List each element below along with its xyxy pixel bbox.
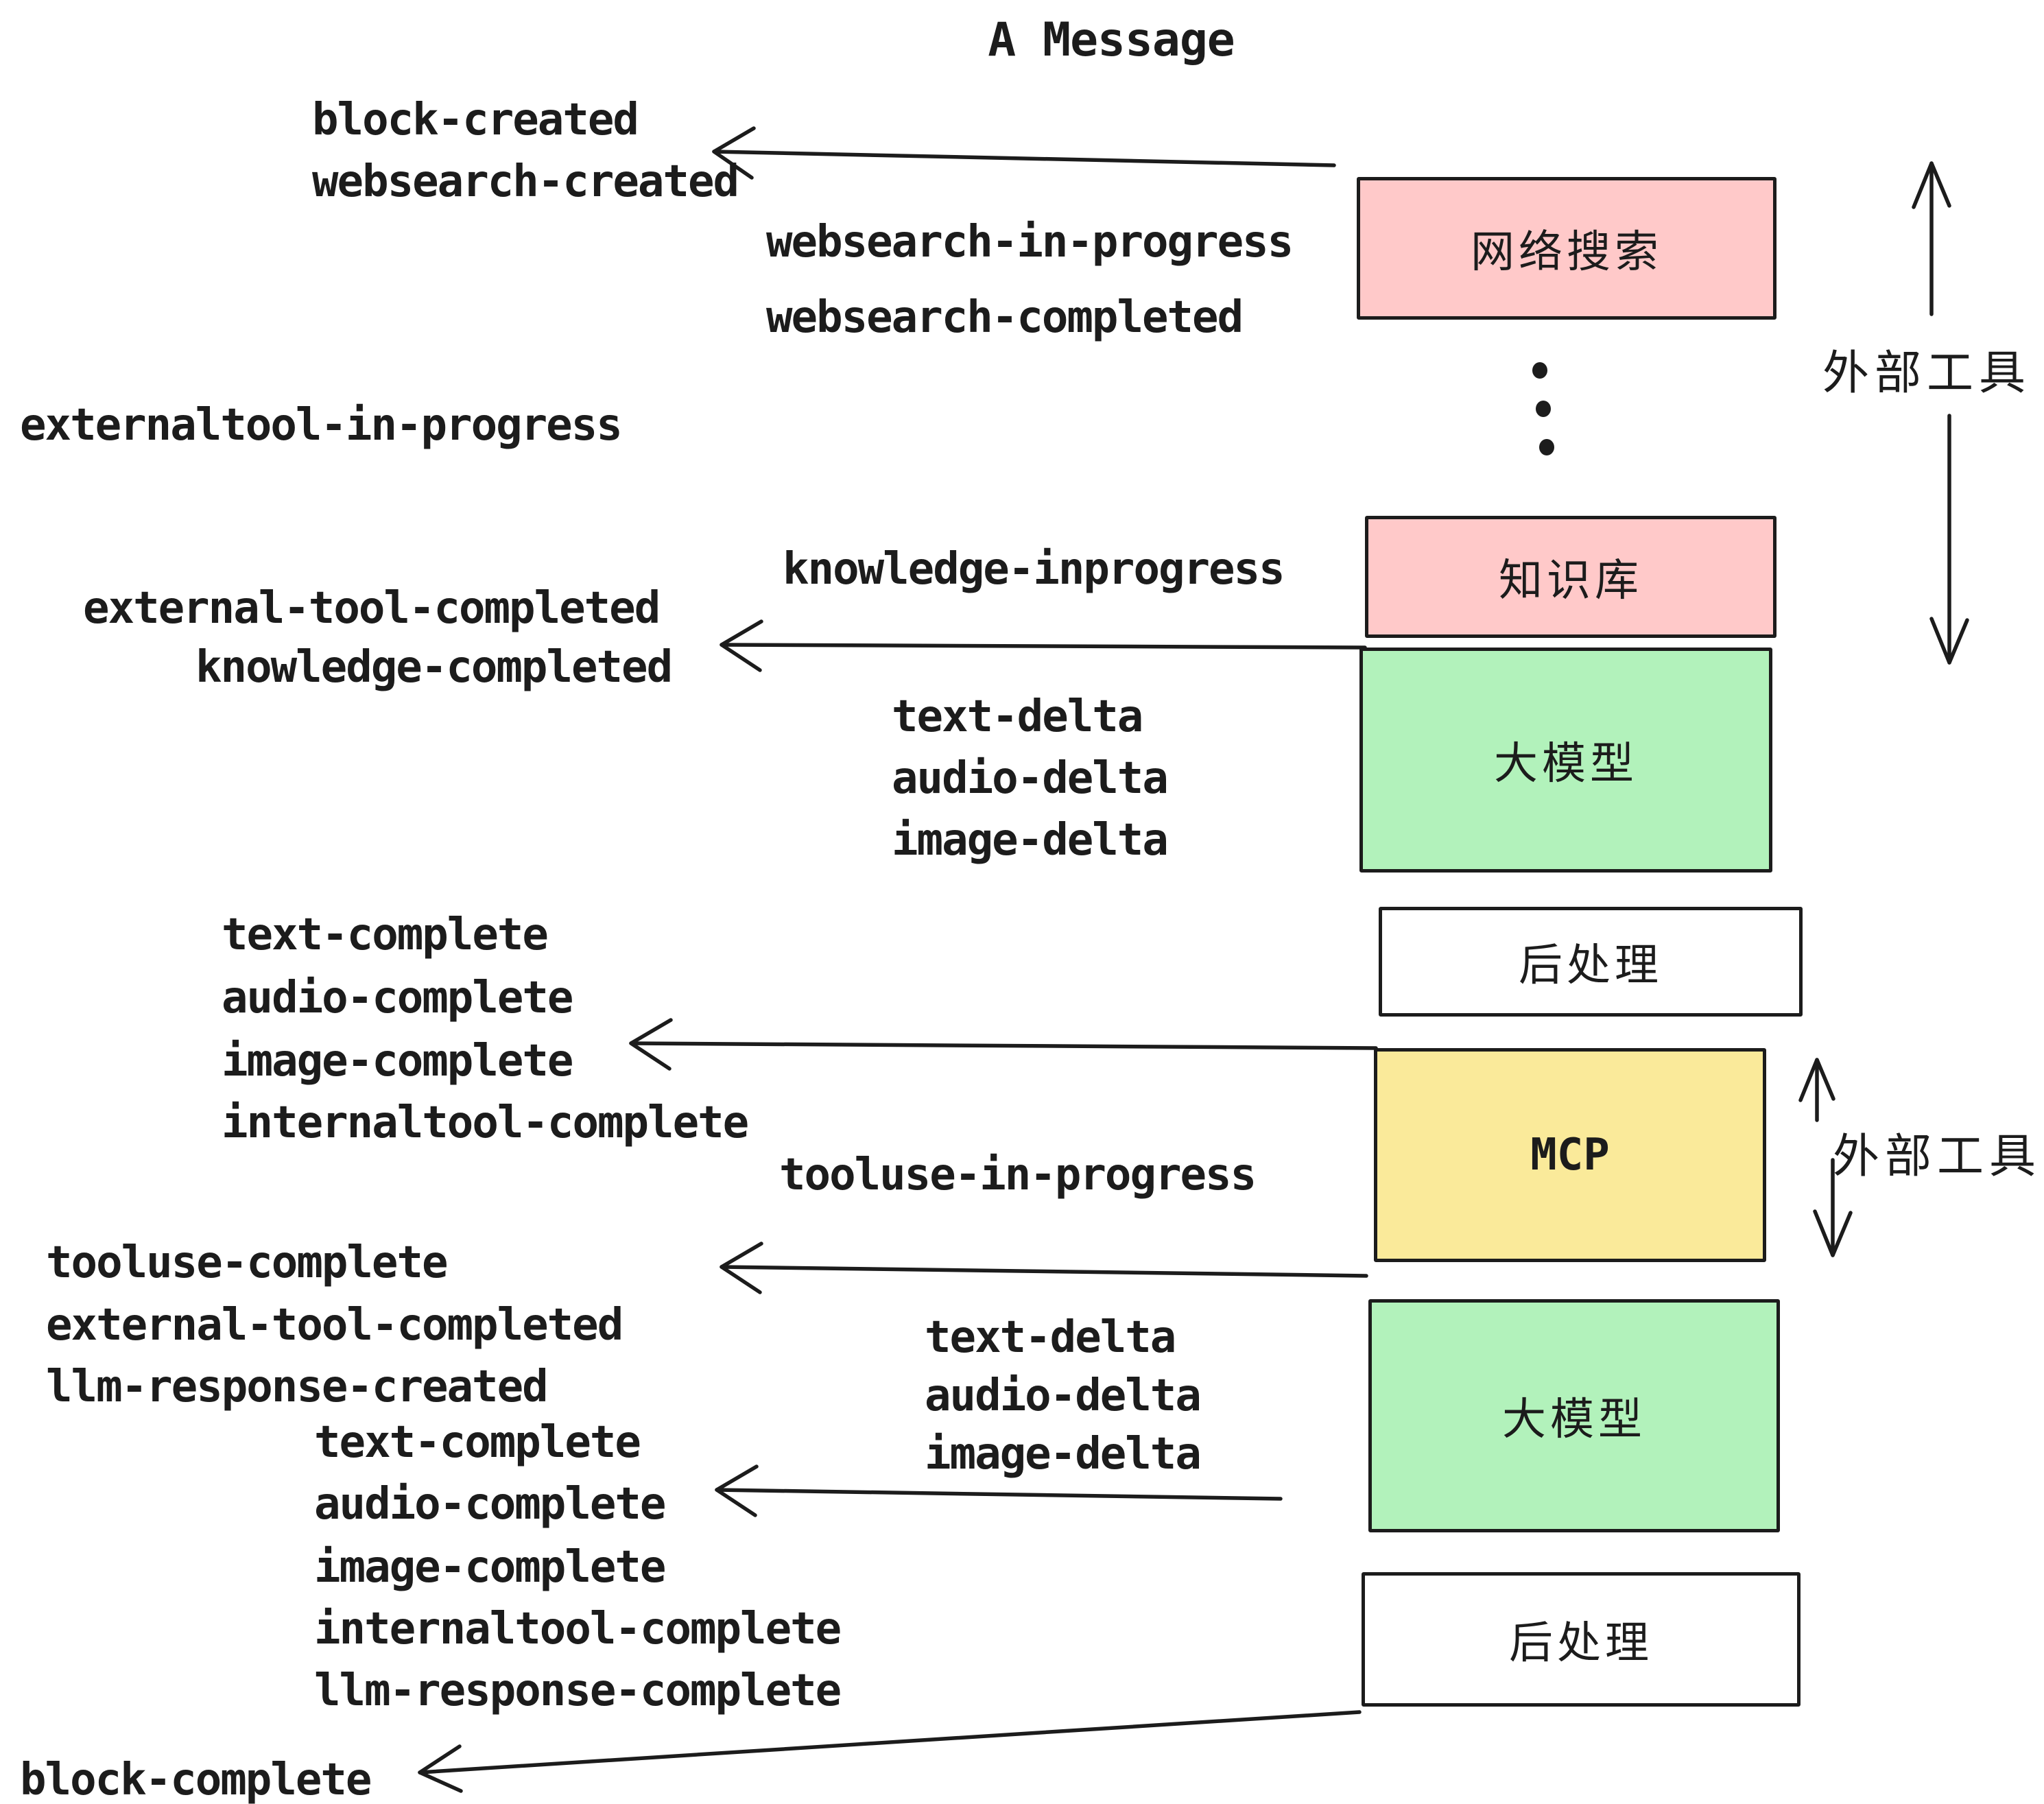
event-label-external-tool-completed: external-tool-completed: [83, 583, 661, 634]
event-label-image-delta-2: image-delta: [925, 1429, 1202, 1480]
event-label-tooluse-in-progress: tooluse-in-progress: [779, 1150, 1257, 1200]
event-label-tooluse-complete: tooluse-complete: [46, 1237, 448, 1288]
box-llm-top: 大模型: [1359, 648, 1772, 873]
event-label-image-complete: image-complete: [222, 1036, 573, 1087]
event-label-externaltool-in-progress: externaltool-in-progress: [20, 400, 623, 451]
arrow-to-image-complete: [629, 1018, 1378, 1071]
box-postprocess-bottom: 后处理: [1362, 1572, 1801, 1707]
diagram-title: A Message: [988, 13, 1235, 67]
event-label-internaltool-complete-2: internaltool-complete: [314, 1604, 842, 1654]
event-label-block-complete: block-complete: [20, 1755, 372, 1804]
ellipsis-dot: [1532, 362, 1547, 379]
event-label-websearch-completed: websearch-completed: [766, 292, 1244, 343]
arrow-external-tools-down: [1929, 414, 1969, 665]
event-label-llm-response-created: llm-response-created: [46, 1362, 549, 1412]
arrow-mcp-external-tools-up: [1798, 1058, 1835, 1122]
box-llm-bottom: 大模型: [1368, 1299, 1780, 1532]
ellipsis-dot: [1536, 401, 1551, 417]
annotation-external-tools-top: 外部工具: [1822, 346, 2032, 401]
event-label-internaltool-complete: internaltool-complete: [222, 1097, 749, 1148]
event-label-knowledge-completed: knowledge-completed: [195, 642, 673, 693]
box-mcp: MCP: [1374, 1048, 1766, 1262]
annotation-external-tools-mcp: 外部工具: [1833, 1130, 2042, 1184]
event-label-audio-delta-2: audio-delta: [925, 1370, 1202, 1421]
event-label-text-delta: text-delta: [892, 691, 1143, 742]
ellipsis-dot: [1539, 439, 1554, 455]
event-label-image-complete-2: image-complete: [314, 1542, 666, 1593]
box-postprocess-top: 后处理: [1379, 907, 1803, 1017]
event-label-websearch-in-progress: websearch-in-progress: [766, 217, 1294, 268]
event-label-image-delta: image-delta: [892, 815, 1169, 866]
event-label-websearch-created: websearch-created: [312, 156, 739, 207]
box-knowledge-base: 知识库: [1365, 516, 1776, 638]
event-label-block-created: block-created: [312, 95, 639, 145]
event-label-text-complete-2: text-complete: [314, 1417, 641, 1468]
event-label-text-delta-2: text-delta: [925, 1312, 1176, 1363]
event-label-external-tool-completed-2: external-tool-completed: [46, 1300, 623, 1351]
box-websearch: 网络搜索: [1357, 177, 1776, 320]
arrow-to-block-complete: [418, 1710, 1362, 1793]
event-label-knowledge-inprogress: knowledge-inprogress: [783, 544, 1285, 595]
event-label-text-complete: text-complete: [222, 910, 549, 960]
event-label-audio-complete: audio-complete: [222, 973, 573, 1023]
arrow-websearch-to-created: [712, 126, 1336, 180]
arrow-to-tooluse-complete: [720, 1242, 1368, 1294]
arrow-external-tools-up: [1912, 161, 1951, 316]
event-label-audio-delta: audio-delta: [892, 753, 1169, 804]
event-label-audio-complete-2: audio-complete: [314, 1479, 666, 1530]
event-label-llm-response-complete: llm-response-complete: [314, 1665, 842, 1716]
arrow-to-knowledge-completed: [720, 619, 1367, 672]
